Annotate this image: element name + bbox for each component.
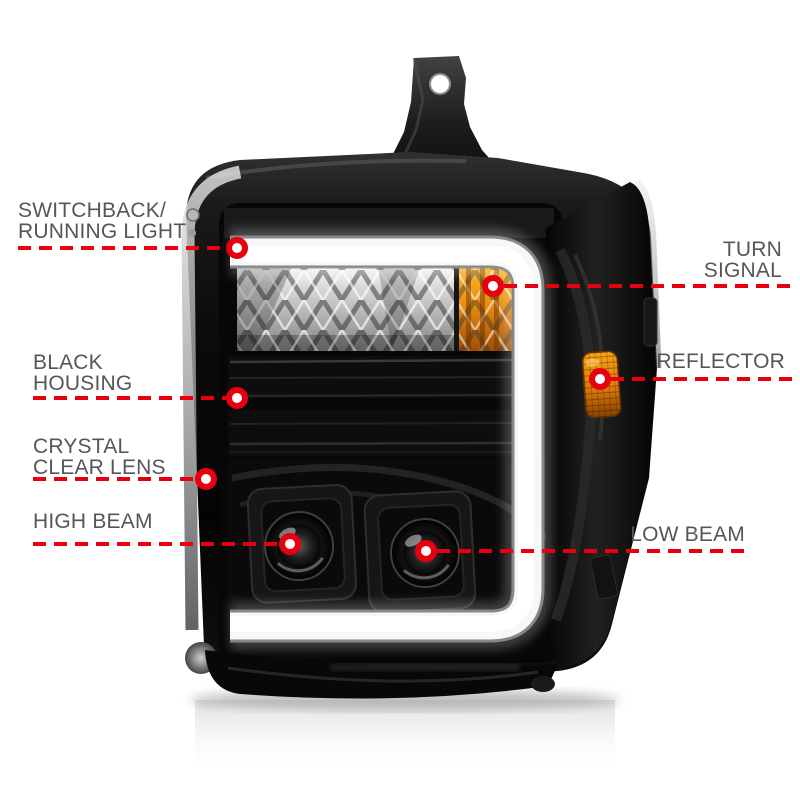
- ground-reflection: [190, 689, 620, 778]
- led-light-bar: [230, 228, 552, 650]
- lens-screw: [186, 208, 200, 222]
- housing-lower-tab: [590, 554, 618, 600]
- low-beam-projector: [363, 490, 477, 614]
- side-reflector: [581, 350, 622, 419]
- base-etched-marking: [330, 664, 520, 671]
- running-light-lens: [237, 267, 459, 351]
- ribbed-housing: [228, 356, 514, 456]
- bracket-bolt-hole: [429, 73, 451, 95]
- housing-side-tab: [643, 297, 658, 347]
- headlight-base: [185, 642, 558, 699]
- base-foot: [531, 676, 555, 692]
- housing-side-panel: [546, 182, 658, 668]
- high-beam-projector: [246, 484, 358, 604]
- lens-screw: [188, 229, 196, 237]
